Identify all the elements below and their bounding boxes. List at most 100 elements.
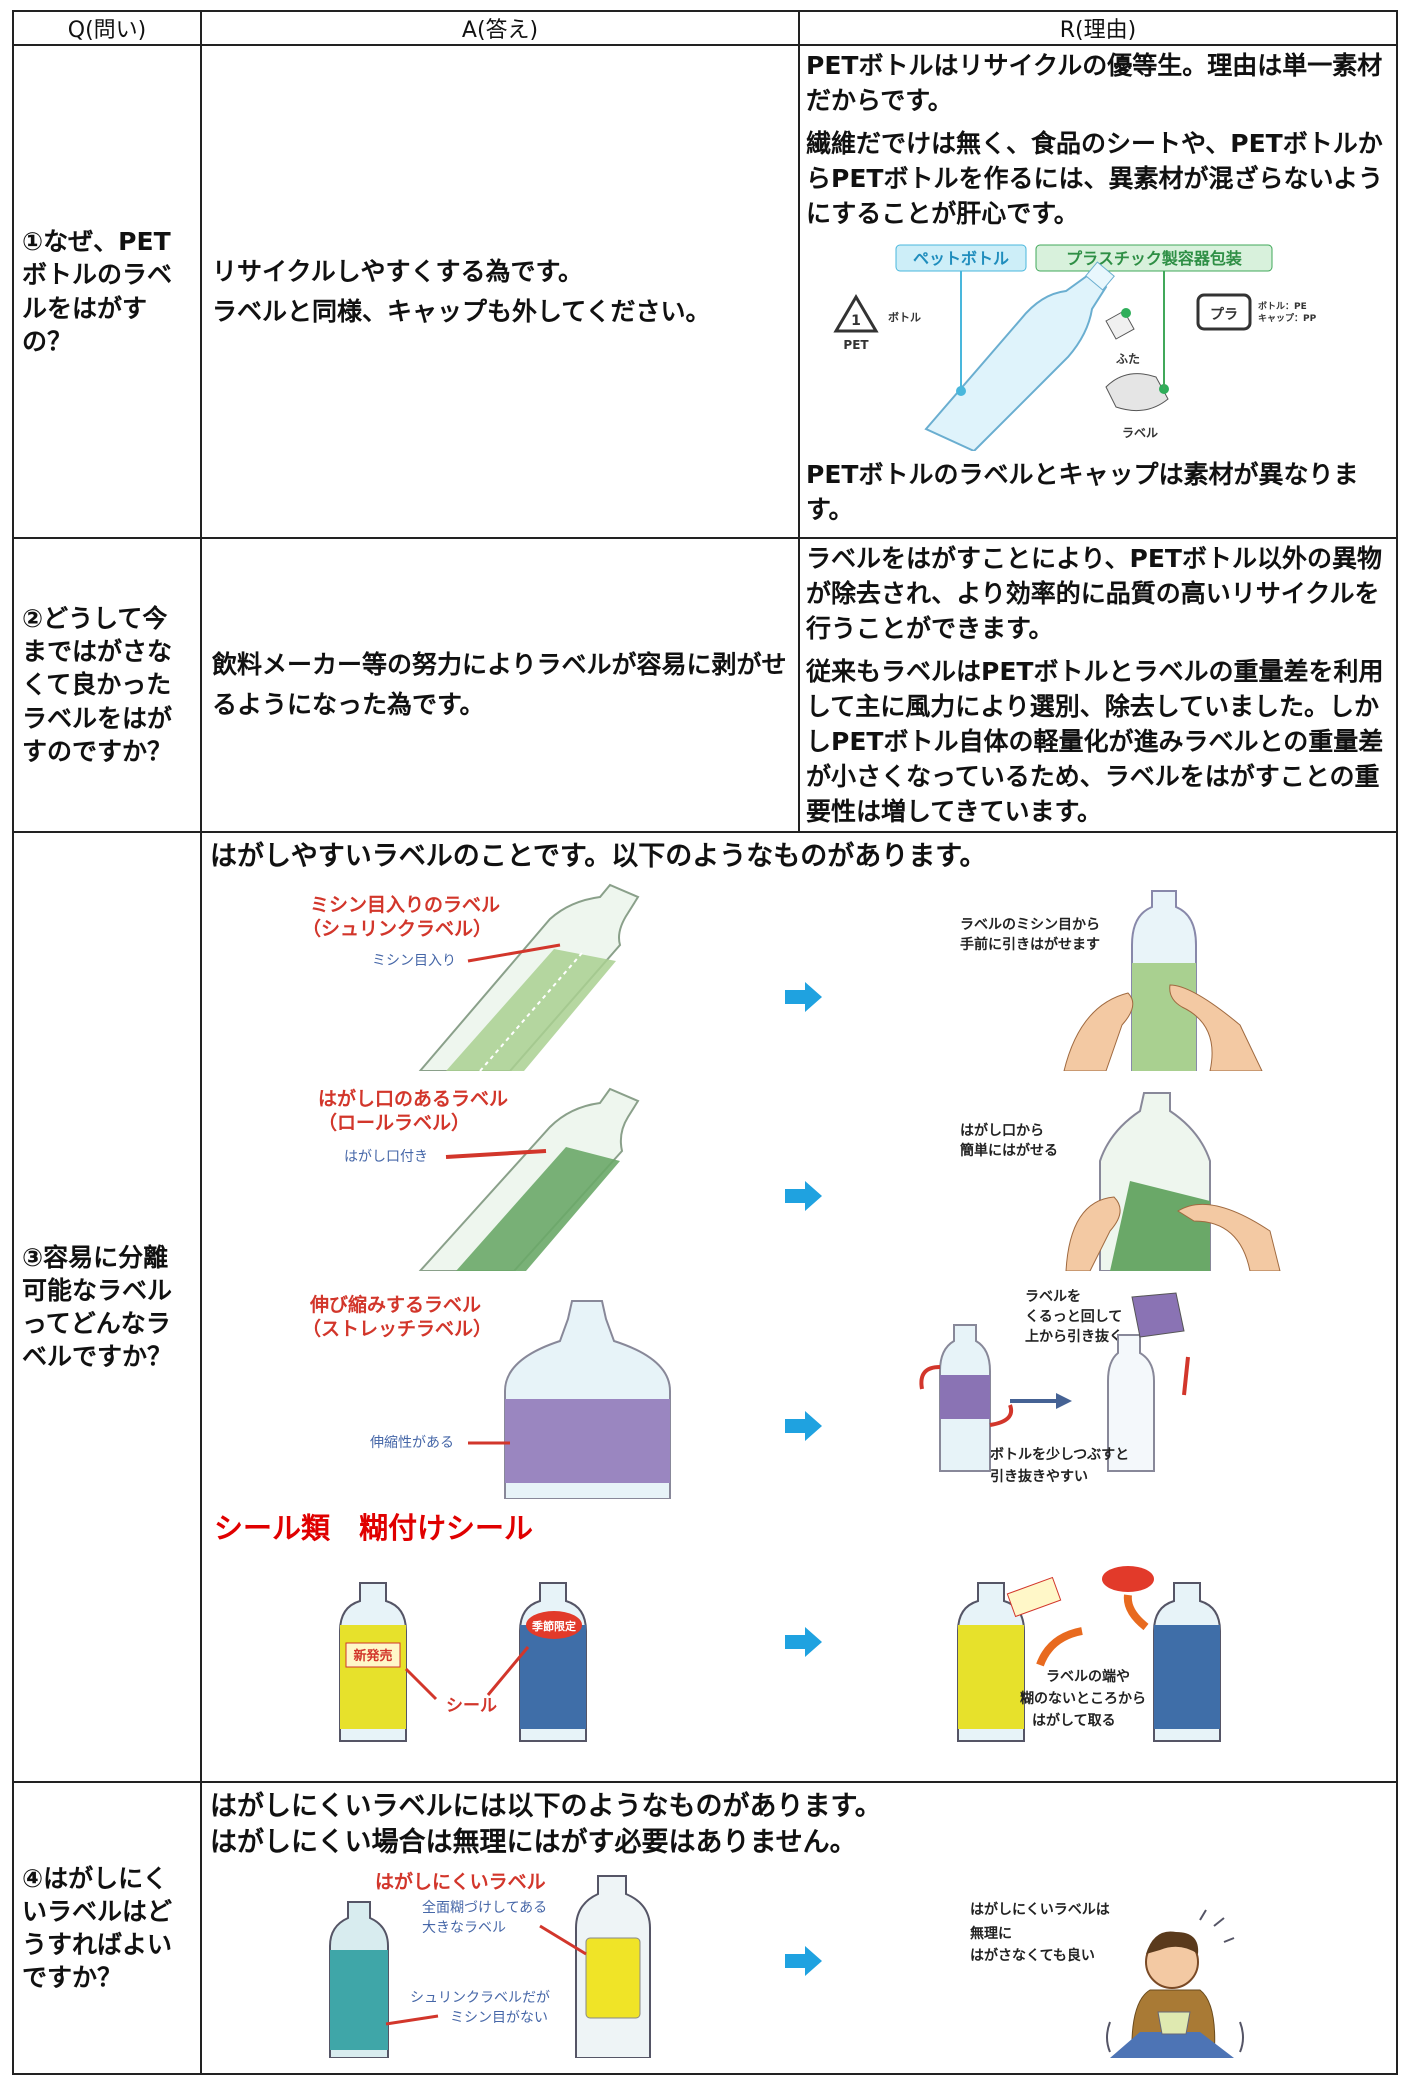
pla-mark-label: プラ — [1210, 307, 1238, 323]
row3-title: はがしやすいラベルのことです。以下のようなものがあります。 — [210, 841, 987, 872]
seal-note-arrow-1 — [404, 1668, 438, 1701]
pla-note-2: キャップ：PP — [1258, 312, 1317, 324]
pet-recycle-mark-icon: 1 PET — [833, 294, 879, 352]
seal-yellow-bottle-icon — [339, 1582, 407, 1743]
seal-note-arrow-2 — [486, 1646, 530, 1697]
pla-recycle-mark-icon: プラ — [1196, 293, 1252, 331]
seal-peeled-badge-1 — [1006, 1577, 1062, 1618]
row2-reason-p2: 従来もラベルはPETボトルとラベルの重量差を利用して主に風力により選別、除去して… — [806, 657, 1384, 826]
seal-step-arrow-icon — [785, 1627, 822, 1658]
hard-note-2: 大きなラベル — [422, 1920, 506, 1936]
row4-title-1: はがしにくいラベルには以下のようなものがあります。 — [210, 1791, 882, 1822]
hard-note-arrow-2 — [385, 2014, 439, 2026]
shrink-step-arrow-icon — [785, 982, 822, 1013]
seal-peel-arrow-2 — [1123, 1594, 1149, 1631]
cap-caption: ふた — [1116, 352, 1140, 366]
hard-step-arrow-icon — [785, 1945, 822, 1976]
pet-pointer-dot — [956, 386, 966, 396]
shrink-bottle-icon — [418, 884, 640, 1072]
seal-peel-arrow-1 — [1036, 1627, 1083, 1667]
row-4: ④はがしにくいラベルはどうすればよいですか？ はがしにくいラベルには以下のような… — [12, 1781, 1398, 2075]
stretch-how-3: 上から引き抜く — [1025, 1328, 1123, 1345]
stretch-move-arrow-head — [1056, 1393, 1072, 1410]
roll-title-1: はがし口のあるラベル — [318, 1087, 508, 1110]
seal-badge-2-text: 季節限定 — [531, 1619, 576, 1633]
seal-how-3: はがして取る — [1032, 1712, 1116, 1729]
header-r: R(理由) — [798, 10, 1398, 46]
hard-how-3: はがさなくても良い — [970, 1947, 1095, 1964]
stretch-bottle-icon — [504, 1300, 671, 1500]
bottle-caption: ボトル — [888, 310, 921, 324]
row4-question: ④はがしにくいラベルはどうすればよいですか？ — [12, 1781, 202, 2075]
stretch-how-2: くるっと回して — [1025, 1309, 1122, 1325]
row3-content: はがしやすいラベルのことです。以下のようなものがあります。 ミシン目入りのラベル… — [200, 831, 1398, 1783]
row2-reason-p1: ラベルをはがすことにより、PETボトル以外の異物が除去され、より効率的に品質の高… — [806, 544, 1382, 643]
pet-mark-number: 1 — [851, 313, 861, 329]
bottle-icon — [924, 261, 1115, 451]
roll-step-arrow-icon — [785, 1181, 822, 1212]
row4-title-2: はがしにくい場合は無理にはがす必要はありません。 — [210, 1827, 857, 1859]
stretch-pulled-bottle-icon — [1107, 1292, 1190, 1473]
stretch-title-1: 伸び縮みするラベル — [309, 1293, 481, 1316]
hard-label-illustration: はがしにくいラベル 全面糊づけしてある 大きなラベル シュリンクラベルだが ミシ… — [329, 1870, 1244, 2058]
row2-reason: ラベルをはがすことにより、PETボトル以外の異物が除去され、より効率的に品質の高… — [798, 537, 1398, 833]
row-2: ②どうして今まではがさなくて良かったラベルをはがすのですか？ 飲料メーカー等の努… — [12, 537, 1398, 833]
roll-note: はがし口付き — [344, 1149, 428, 1165]
shrink-label-illustration: ミシン目入りのラベル （シュリンクラベル） ミシン目入り ラベルのミシン目から … — [302, 884, 1263, 1072]
cap-icon — [1105, 308, 1135, 340]
row4-content: はがしにくいラベルには以下のようなものがあります。 はがしにくい場合は無理にはが… — [200, 1781, 1398, 2075]
hard-title: はがしにくいラベル — [375, 1870, 546, 1893]
stretch-label-illustration: 伸び縮みするラベル （ストレッチラベル） 伸縮性がある ラベルを くるっと回して… — [302, 1289, 1190, 1500]
hard-how-2: 無理に — [970, 1925, 1012, 1942]
shrink-title-1: ミシン目入りのラベル — [310, 894, 500, 916]
row1-reason-p3: PETボトルのラベルとキャップは素材が異なります。 — [806, 460, 1359, 524]
header-q: Q(問い) — [12, 10, 202, 46]
row1-answer: リサイクルしやすくする為です。 ラベルと同様、キャップも外してください。 — [200, 44, 800, 539]
seal-blue-bottle-icon — [519, 1582, 587, 1743]
bottle-parts-illustration: ペットボトル プラスチック製容器包装 1 PET ボトル — [833, 244, 1317, 451]
roll-how-1: はがし口から — [960, 1122, 1044, 1139]
pla-note-1: ボトル：PE — [1258, 300, 1307, 312]
seal-note: シール — [446, 1696, 497, 1716]
stretch-step-arrow-icon — [785, 1411, 822, 1442]
row1-answer-line2: ラベルと同様、キャップも外してください。 — [212, 296, 711, 326]
row3-question: ③容易に分離可能なラベルってどんなラベルですか？ — [12, 831, 202, 1783]
hard-yellow-bottle-icon — [575, 1874, 651, 2058]
stretch-twist-bottle-icon — [919, 1324, 1013, 1473]
seal-badge-2 — [526, 1611, 582, 1640]
seal-peeled-badge-2 — [1102, 1566, 1154, 1593]
row2-answer: 飲料メーカー等の努力によりラベルが容易に剥がせるようになった為です。 — [200, 537, 800, 833]
shrink-how-2: 手前に引きはがせます — [960, 936, 1100, 953]
row1-reason-p1: PETボトルはリサイクルの優等生。理由は単一素材だからです。 — [806, 51, 1383, 115]
hard-note-3: シュリンクラベルだが — [410, 1990, 550, 2006]
row1-question: ①なぜ、PETボトルのラベルをはがすの？ — [12, 44, 202, 539]
stretch-note: 伸縮性がある — [370, 1435, 454, 1451]
hard-note-4: ミシン目がない — [450, 2010, 548, 2026]
roll-note-arrow — [445, 1149, 547, 1160]
seal-how-1: ラベルの端や — [1046, 1668, 1130, 1685]
stretch-tip-2: 引き抜きやすい — [990, 1468, 1088, 1485]
label-icon — [1105, 373, 1169, 412]
seal-badge-1-text: 新発売 — [353, 1648, 392, 1664]
struggling-person-icon — [1106, 1909, 1244, 2058]
row2-question: ②どうして今まではがさなくて良かったラベルをはがすのですか？ — [12, 537, 202, 833]
stretch-how-1: ラベルを — [1025, 1289, 1081, 1305]
stretch-tip-1: ボトルを少しつぶすと — [990, 1446, 1129, 1463]
hard-note-1: 全面糊づけしてある — [422, 1899, 547, 1916]
shrink-note: ミシン目入り — [372, 953, 456, 969]
stretch-title-2: （ストレッチラベル） — [302, 1317, 492, 1340]
row-3: ③容易に分離可能なラベルってどんなラベルですか？ はがしやすいラベルのことです。… — [12, 831, 1398, 1783]
pla-tag-text: プラスチック製容器包装 — [1066, 249, 1242, 268]
hard-green-bottle-icon — [329, 1900, 389, 2058]
header-row: Q(問い) A(答え) R(理由) — [12, 10, 1398, 46]
pet-mark-label: PET — [843, 338, 869, 352]
row-1: ①なぜ、PETボトルのラベルをはがすの？ リサイクルしやすくする為です。 ラベル… — [12, 44, 1398, 539]
roll-title-2: （ロールラベル） — [318, 1111, 470, 1134]
roll-bottle-icon — [418, 1088, 640, 1272]
row1-reason-p2: 繊維だでけは無く、食品のシートや、PETボトルからPETボトルを作るには、異素材… — [806, 129, 1383, 228]
row1-reason: PETボトルはリサイクルの優等生。理由は単一素材だからです。 繊維だでけは無く、… — [798, 44, 1398, 539]
header-a: A(答え) — [200, 10, 800, 46]
hard-how-1: はがしにくいラベルは — [970, 1901, 1110, 1918]
roll-peel-hands-icon — [1065, 1092, 1281, 1272]
roll-how-2: 簡単にはがせる — [960, 1142, 1058, 1159]
